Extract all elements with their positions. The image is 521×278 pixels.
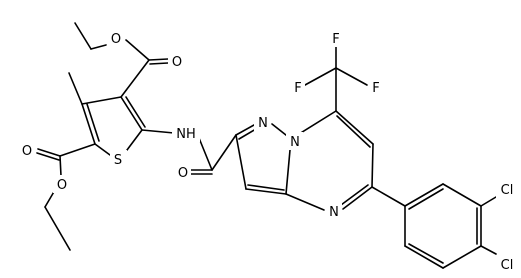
bond [442, 183, 482, 207]
atom-label: N [329, 205, 339, 220]
bond [59, 143, 96, 157]
bond [245, 188, 287, 195]
bond [371, 143, 374, 188]
atom-o-ester-top-carbonyl: O [168, 52, 185, 70]
atom-label: S [114, 153, 122, 168]
bond [59, 155, 62, 177]
bonds [36, 22, 497, 269]
bond [125, 39, 150, 61]
bond [408, 243, 444, 264]
atom-n-pyrazole-1: N [254, 113, 271, 131]
bond [86, 103, 100, 142]
bond [336, 115, 371, 148]
bond [335, 110, 374, 145]
bond [125, 96, 146, 128]
atom-f-1: F [328, 29, 343, 47]
bond [371, 186, 406, 207]
bond [304, 67, 337, 86]
atom-f-2: F [290, 78, 305, 96]
bond [90, 44, 107, 50]
atom-label: O [172, 55, 182, 70]
bond [235, 134, 247, 190]
atom-label: N [290, 135, 300, 150]
atom-label: F [332, 32, 339, 47]
bond [68, 72, 83, 105]
atom-n-pyrazole-2: N [286, 132, 303, 150]
atom-label: NH [176, 127, 196, 142]
bond [442, 245, 482, 269]
atom-o-ester-top-ether: O [107, 29, 124, 47]
bond [74, 22, 92, 50]
atom-f-3: F [368, 78, 383, 96]
bond [340, 184, 369, 206]
atom-label: O [22, 144, 32, 159]
bond [149, 62, 169, 65]
bond [404, 183, 444, 207]
atom-n-pyrimidine: N [325, 202, 342, 220]
bond [335, 67, 368, 86]
bond [238, 128, 257, 140]
atom-label: Cl [501, 183, 514, 198]
atom-cl-1: Cl [496, 180, 518, 198]
atom-label: F [372, 81, 379, 96]
bond [81, 103, 96, 145]
bond [44, 206, 71, 251]
atom-labels: O O S NH O O O N [19, 29, 518, 273]
bond [480, 196, 497, 207]
bond [342, 186, 373, 210]
bond [285, 193, 325, 211]
atom-cl-2: Cl [496, 255, 518, 273]
bond [211, 134, 237, 171]
atom-nh-amide: NH [172, 124, 200, 142]
bond [120, 59, 150, 98]
bond [480, 245, 497, 255]
atom-label: O [57, 178, 67, 193]
bond [94, 143, 111, 156]
bond [408, 188, 444, 210]
atom-o-amide: O [174, 163, 191, 181]
bond [247, 184, 285, 191]
bond [120, 96, 143, 131]
bond [198, 137, 213, 171]
atom-label: F [294, 81, 301, 96]
bond [148, 58, 169, 61]
atom-label: N [258, 116, 268, 131]
bond [235, 124, 255, 136]
bond [37, 148, 61, 157]
bond [126, 129, 143, 151]
bond [81, 96, 122, 105]
atom-label: O [178, 166, 188, 181]
atom-label: O [111, 32, 121, 47]
bond [141, 129, 175, 134]
atom-label: Cl [501, 258, 514, 273]
atom-s-thiophene: S [110, 150, 127, 168]
bond [404, 245, 444, 269]
bond [36, 152, 60, 161]
atom-o-ester-left-carbonyl: O [19, 141, 36, 159]
atom-o-ester-left-ether: O [53, 175, 70, 193]
